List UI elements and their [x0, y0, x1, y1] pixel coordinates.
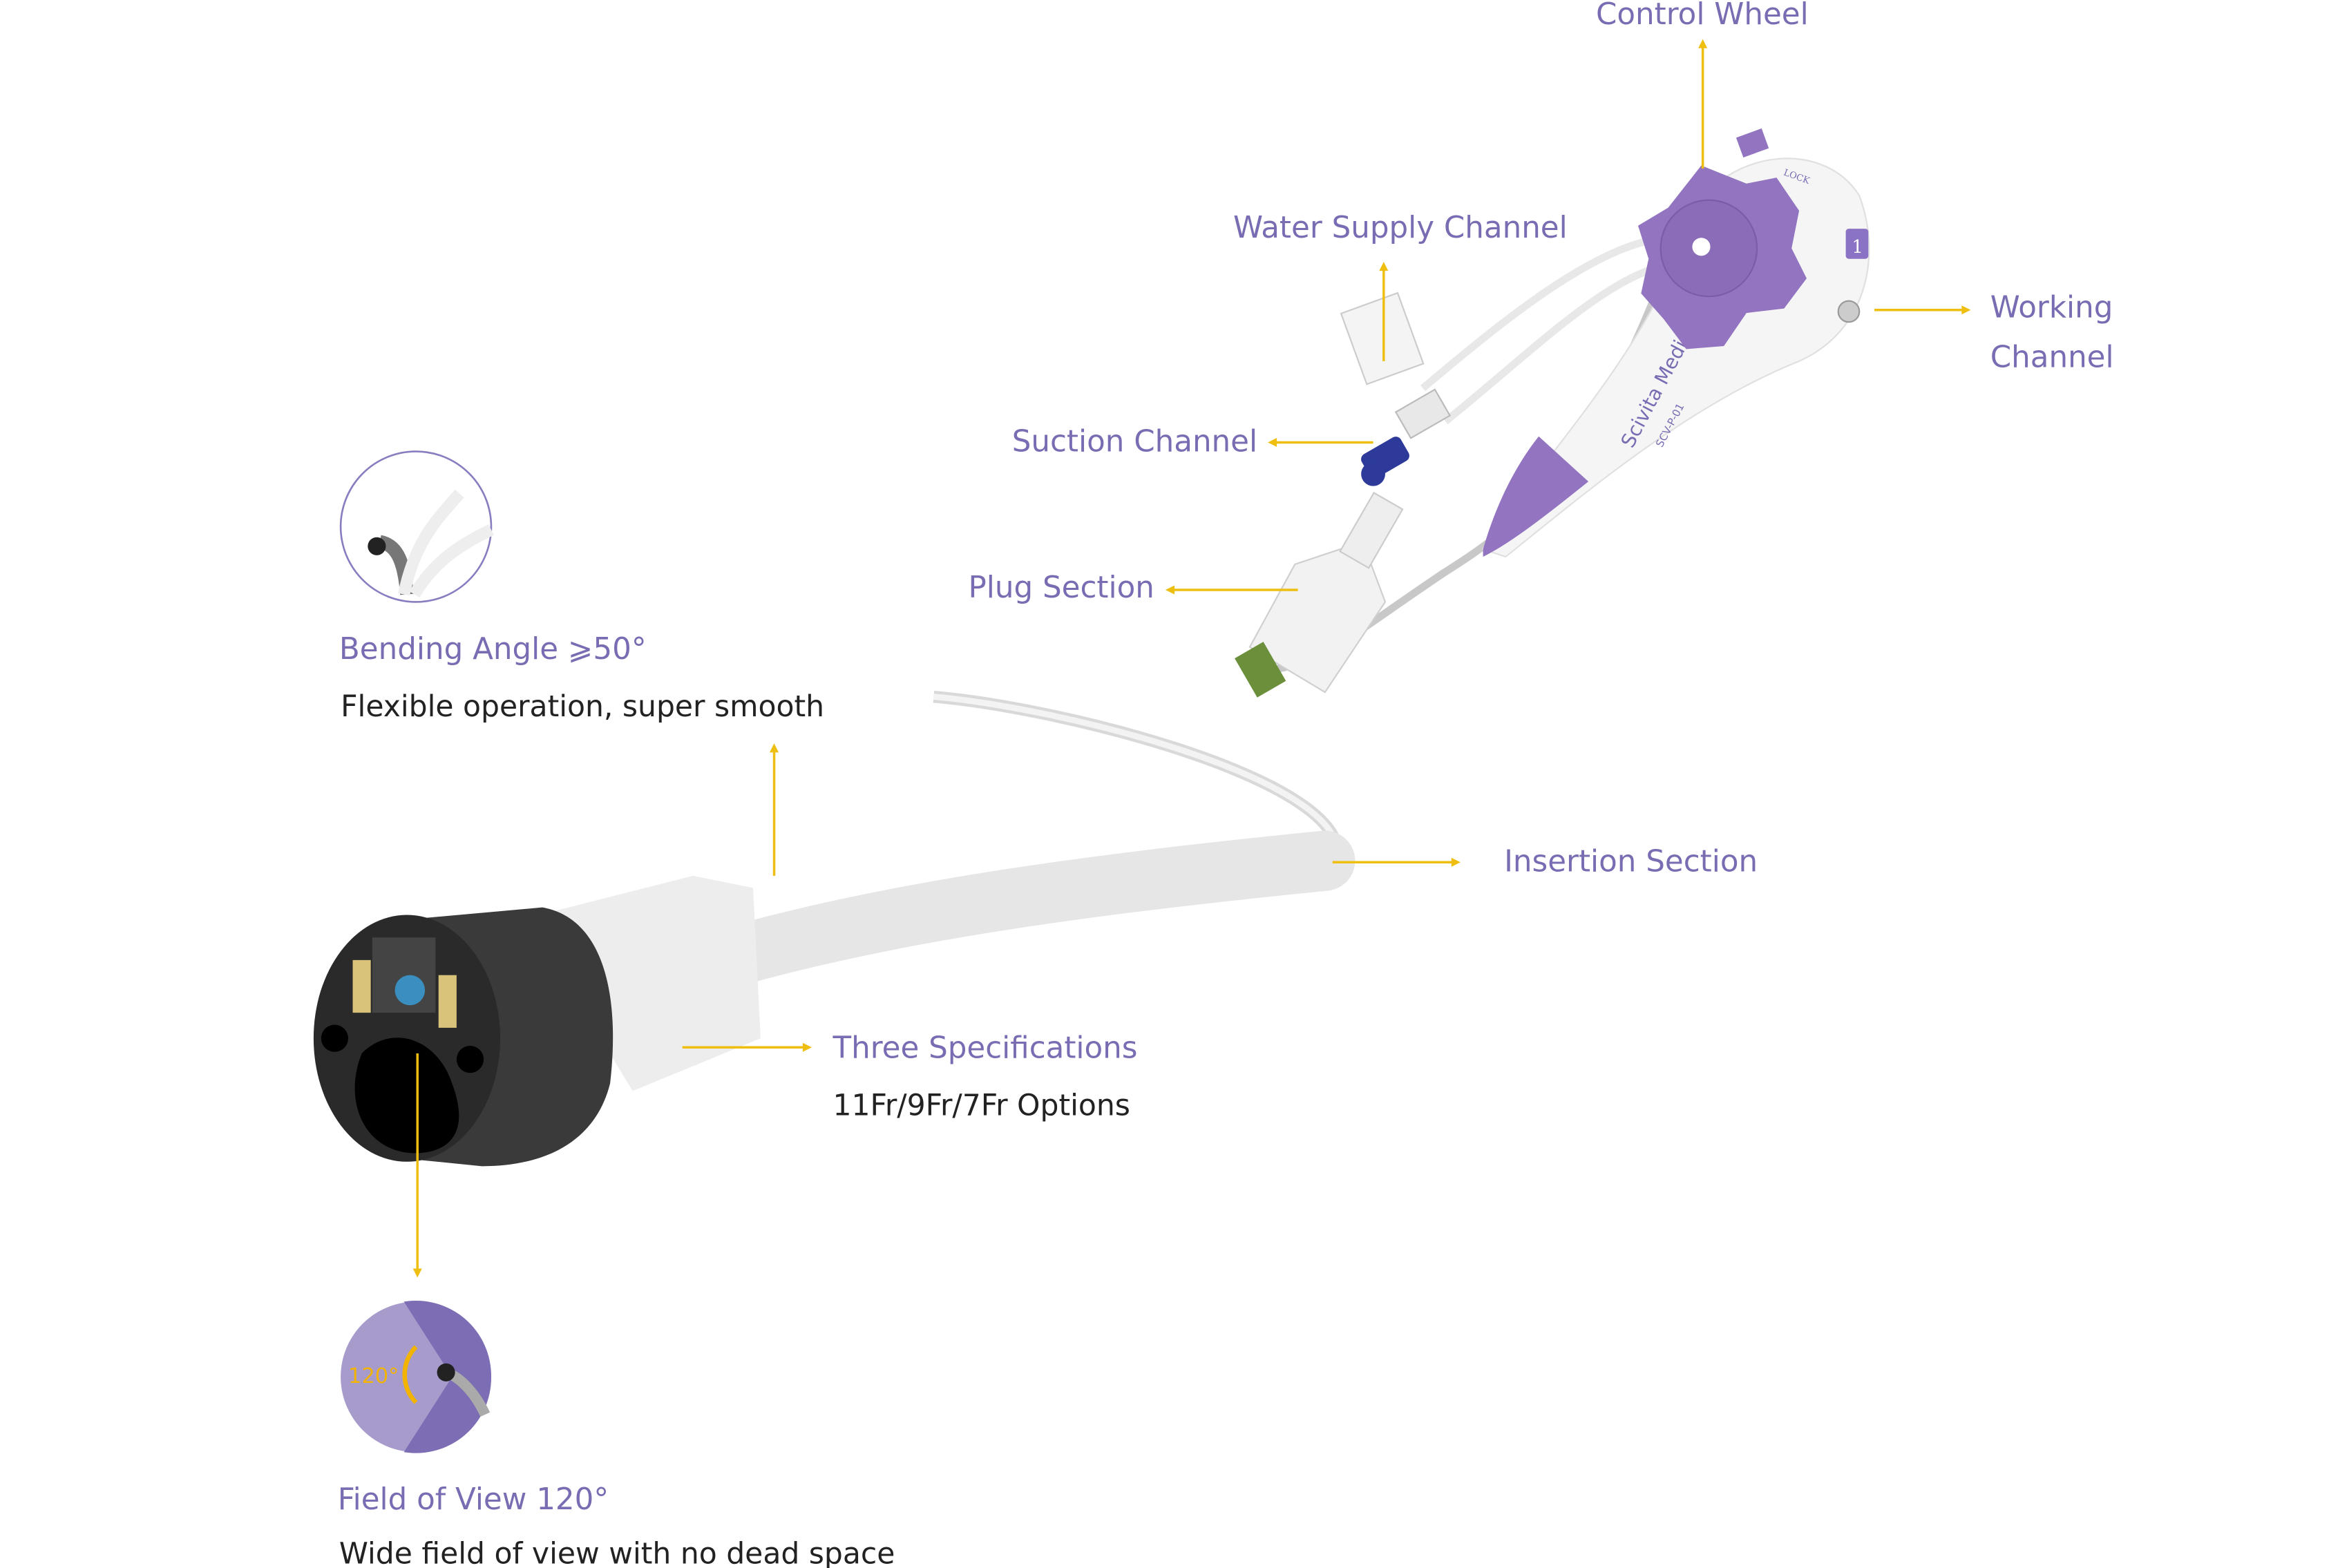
leader-lines [412, 39, 1971, 1278]
fov-inset: 120° [341, 1301, 491, 1453]
label-field-of-view: Field of View 120° [338, 1482, 609, 1517]
plug-connector [1235, 491, 1404, 698]
control-wheel[interactable] [1637, 128, 1807, 350]
label-control-wheel: Control Wheel [1596, 0, 1809, 32]
label-working: Working [1990, 291, 2113, 325]
water-valve-card [1340, 291, 1425, 385]
label-channel: Channel [1990, 341, 2114, 375]
bending-inset [339, 450, 494, 603]
label-three-specifications: Three Specifications [832, 1031, 1137, 1065]
fov-angle-badge: 120° [348, 1364, 399, 1388]
working-channel-port[interactable] [1837, 300, 1861, 323]
button-1-label: 1 [1852, 237, 1863, 258]
bending-description: Flexible operation, super smooth [341, 690, 824, 724]
specifications-description: 11Fr/9Fr/7Fr Options [833, 1089, 1130, 1122]
button-1[interactable] [1845, 229, 1869, 259]
distal-tip [313, 907, 614, 1167]
label-bending-angle: Bending Angle ⩾50° [339, 632, 647, 667]
label-suction-channel: Suction Channel [1012, 425, 1257, 459]
label-insertion-section: Insertion Section [1504, 844, 1758, 879]
fov-description: Wide field of view with no dead space [339, 1537, 895, 1568]
label-plug-section: Plug Section [969, 571, 1154, 605]
label-water-supply-channel: Water Supply Channel [1233, 211, 1568, 245]
tip-sleeve [527, 875, 761, 1091]
suction-valve [1361, 388, 1452, 486]
thick-shaft [632, 830, 1356, 1008]
